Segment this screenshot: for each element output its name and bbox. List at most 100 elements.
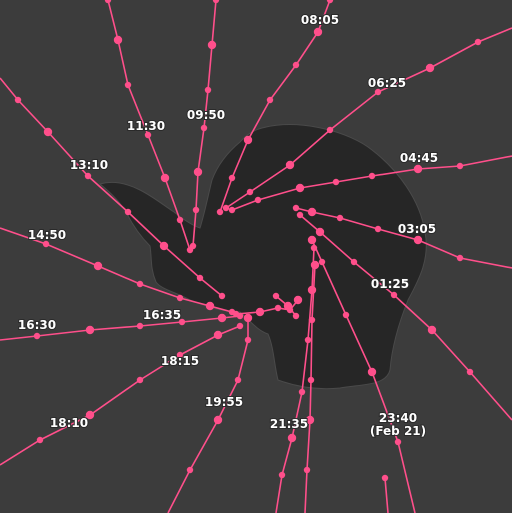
track-point xyxy=(244,336,252,344)
track-point xyxy=(205,301,215,311)
track-point xyxy=(307,235,317,245)
track-point xyxy=(176,216,184,224)
time-label-1450: 14:50 xyxy=(28,228,66,242)
track-point xyxy=(313,27,323,37)
track-point xyxy=(466,368,474,376)
track-point xyxy=(243,135,253,145)
ground-track-line xyxy=(167,318,249,513)
track-point xyxy=(207,40,217,50)
track-point xyxy=(272,292,280,300)
ground-track-line xyxy=(384,477,389,513)
track-point xyxy=(292,204,300,212)
track-point xyxy=(425,63,435,73)
time-label-0805: 08:05 xyxy=(301,13,339,27)
track-point xyxy=(293,295,303,305)
track-point xyxy=(336,214,344,222)
track-point xyxy=(176,351,184,359)
track-point xyxy=(113,35,123,45)
track-point xyxy=(326,126,334,134)
time-label-1955: 19:55 xyxy=(205,395,243,409)
track-point xyxy=(307,376,315,384)
ground-track-line xyxy=(0,77,223,297)
track-point xyxy=(192,206,200,214)
track-point xyxy=(33,332,41,340)
track-point xyxy=(243,313,253,323)
track-point xyxy=(186,466,194,474)
track-point xyxy=(228,206,236,214)
track-point xyxy=(212,0,220,4)
track-point xyxy=(350,258,358,266)
time-labels-layer: 08:05 06:25 04:45 03:05 01:25 23:40 (Feb… xyxy=(17,12,439,439)
track-point xyxy=(456,254,464,262)
track-point xyxy=(136,376,144,384)
track-point xyxy=(305,415,315,425)
track-point xyxy=(368,172,376,180)
time-label-1630: 16:30 xyxy=(18,318,56,332)
time-label-2340: 23:40 xyxy=(379,411,417,425)
track-point xyxy=(283,301,293,311)
time-label-1310: 13:10 xyxy=(70,158,108,172)
track-point xyxy=(136,322,144,330)
track-point xyxy=(196,274,204,282)
track-point xyxy=(213,330,223,340)
track-point xyxy=(374,225,382,233)
track-point xyxy=(295,183,305,193)
time-label-0125: 01:25 xyxy=(371,277,409,291)
ground-track-line xyxy=(225,27,512,209)
track-point xyxy=(85,410,95,420)
time-label-0950: 09:50 xyxy=(187,108,225,122)
track-point xyxy=(234,376,242,384)
track-point xyxy=(193,167,203,177)
track-point xyxy=(42,240,50,248)
track-point xyxy=(315,227,325,237)
track-point xyxy=(255,307,265,317)
ground-track-line xyxy=(304,264,316,513)
track-point xyxy=(124,81,132,89)
track-point xyxy=(342,311,350,319)
ground-track-line xyxy=(231,155,512,211)
track-point xyxy=(287,433,297,443)
track-point xyxy=(144,131,152,139)
track-point xyxy=(14,96,22,104)
track-point xyxy=(381,474,389,482)
track-point xyxy=(213,415,223,425)
track-point xyxy=(292,61,300,69)
track-point xyxy=(232,310,240,318)
track-point xyxy=(326,0,334,4)
track-point xyxy=(159,241,169,251)
track-point xyxy=(374,88,382,96)
track-point xyxy=(296,211,304,219)
track-point xyxy=(367,367,377,377)
track-point xyxy=(254,196,262,204)
time-label-2340-date: (Feb 21) xyxy=(370,424,426,438)
track-point xyxy=(217,313,227,323)
track-point xyxy=(236,322,244,330)
track-point xyxy=(474,38,482,46)
track-dots-layer xyxy=(14,0,482,482)
track-point xyxy=(304,336,312,344)
track-point xyxy=(104,0,112,4)
track-point xyxy=(246,188,254,196)
track-point xyxy=(204,86,212,94)
track-point xyxy=(292,312,300,320)
ground-track-line xyxy=(311,239,416,513)
track-point xyxy=(332,178,340,186)
track-point xyxy=(285,160,295,170)
track-point xyxy=(160,173,170,183)
track-point xyxy=(394,438,402,446)
track-point xyxy=(413,235,423,245)
time-label-1635: 16:35 xyxy=(143,308,181,322)
time-label-2135: 21:35 xyxy=(270,417,308,431)
track-point xyxy=(216,208,224,216)
time-label-0445: 04:45 xyxy=(400,151,438,165)
track-point xyxy=(84,172,92,180)
track-point xyxy=(298,388,306,396)
track-point xyxy=(310,244,318,252)
track-point xyxy=(413,164,423,174)
track-point xyxy=(266,96,274,104)
track-point xyxy=(200,124,208,132)
track-point xyxy=(427,325,437,335)
time-label-1130: 11:30 xyxy=(127,119,165,133)
track-point xyxy=(278,471,286,479)
